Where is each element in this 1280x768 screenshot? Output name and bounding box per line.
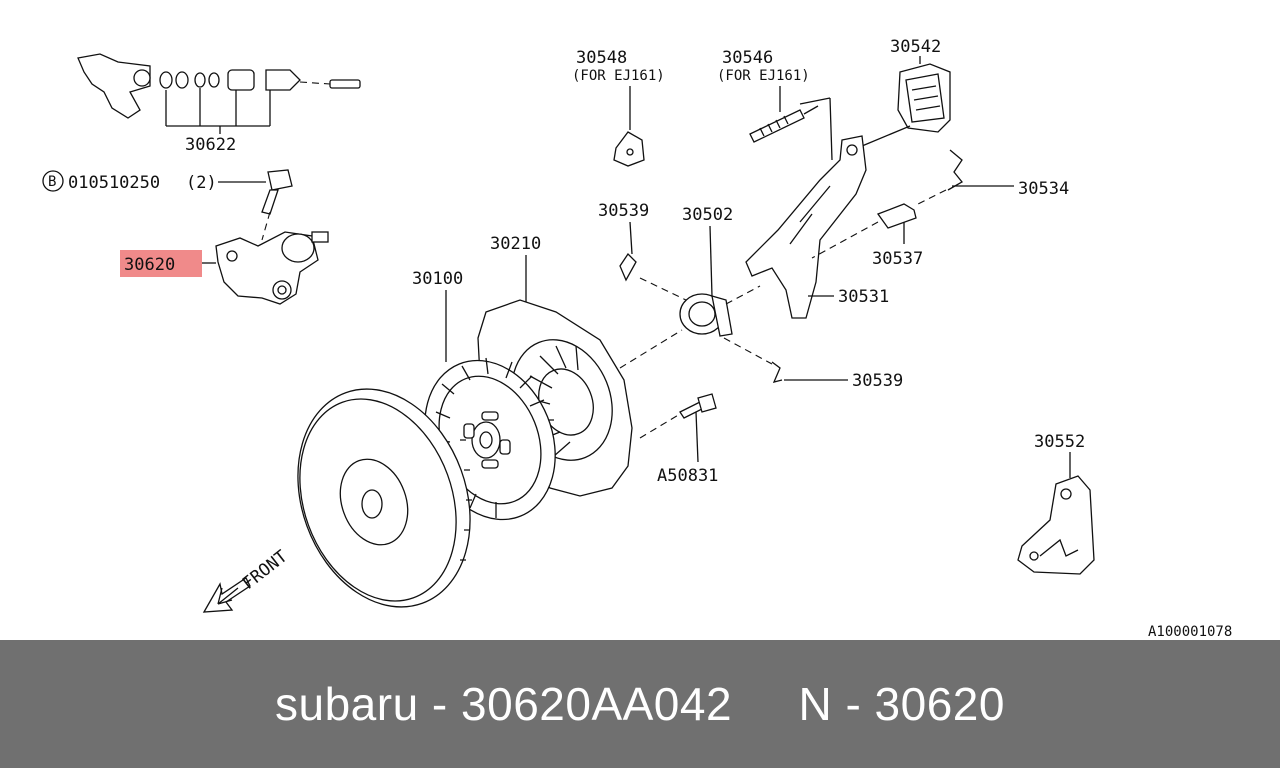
label-30100: 30100 (412, 269, 463, 289)
label-30546: 30546 (722, 48, 773, 68)
part-30542-group: 30542 (861, 37, 951, 147)
label-front: FRONT (239, 547, 292, 594)
part-30548-group: 30548 (FOR EJ161) (572, 48, 665, 167)
label-30622: 30622 (185, 135, 236, 155)
part-30622-group: 30622 (77, 53, 361, 155)
label-30534: 30534 (1018, 179, 1069, 199)
label-30620: 30620 (124, 255, 175, 275)
bolt-circle-letter: B (48, 174, 56, 190)
part-30537-group: 30537 (811, 203, 923, 269)
flywheel-group (297, 388, 472, 608)
exploded-parts-diagram: 30622 B 010510250 (2) 30620 30548 (FOR E… (42, 37, 1232, 640)
label-30548: 30548 (576, 48, 627, 68)
label-30210: 30210 (490, 234, 541, 254)
label-30546-note: (FOR EJ161) (717, 68, 810, 84)
label-30539-top: 30539 (598, 201, 649, 221)
label-30537: 30537 (872, 249, 923, 269)
part-30502-group: 30502 (619, 205, 761, 369)
part-30546-group: 30546 (FOR EJ161) (717, 48, 833, 161)
label-30548-note: (FOR EJ161) (572, 68, 665, 84)
part-30539-top-group: 30539 (598, 201, 649, 282)
label-30502: 30502 (682, 205, 733, 225)
front-indicator: FRONT (202, 547, 292, 613)
part-30620-group: 30620 (120, 211, 329, 305)
label-30542: 30542 (890, 37, 941, 57)
bolt-010510250-group: B 010510250 (2) (42, 169, 293, 215)
diagram-id: A100001078 (1148, 624, 1232, 640)
footer-part-number: subaru - 30620AA042 N - 30620 (275, 678, 1005, 730)
part-30552-group: 30552 (1017, 432, 1095, 575)
label-30552: 30552 (1034, 432, 1085, 452)
part-30534-group: 30534 (917, 149, 1069, 205)
label-bolt-code: 010510250 (68, 173, 160, 193)
footer-bar: subaru - 30620AA042 N - 30620 (0, 640, 1280, 768)
label-30531: 30531 (838, 287, 889, 307)
label-A50831: A50831 (657, 466, 718, 486)
part-30539-bottom-group: 30539 (723, 337, 903, 391)
highlight-30620 (120, 250, 202, 277)
part-A50831-group: A50831 (639, 393, 718, 486)
label-bolt-qty: (2) (186, 173, 217, 193)
part-30531-group: 30531 (745, 135, 889, 319)
label-30539-bottom: 30539 (852, 371, 903, 391)
